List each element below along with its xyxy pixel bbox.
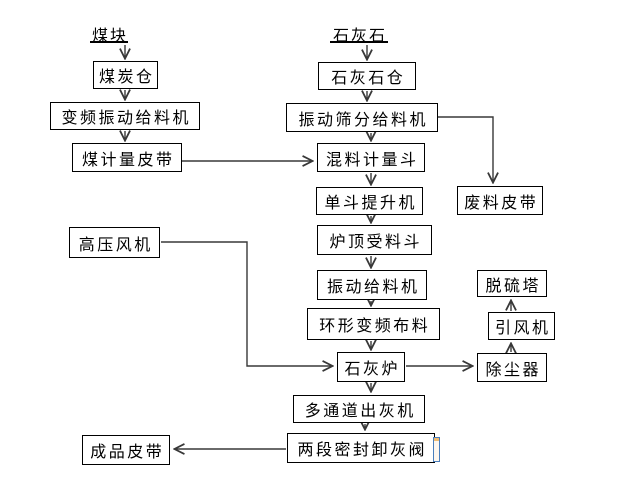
edge-hpfan-to-kiln <box>161 241 332 366</box>
node-vibrating-feeder: 振动给料机 <box>317 270 427 300</box>
edge-screenfeeder-to-wastebelt <box>438 116 493 182</box>
node-coal-bunker: 煤炭仓 <box>93 61 158 89</box>
node-waste-belt: 废料皮带 <box>457 186 543 215</box>
node-limestone-bunker: 石灰石仓 <box>318 62 416 90</box>
node-high-pressure-fan: 高压风机 <box>69 227 160 258</box>
node-multi-channel-ash-discharger: 多通道出灰机 <box>293 395 425 423</box>
node-finished-product-belt: 成品皮带 <box>82 435 170 465</box>
text-cursor-artifact <box>433 437 440 462</box>
node-vibrating-screen-feeder: 振动筛分给料机 <box>286 103 438 132</box>
node-coal-weighing-belt: 煤计量皮带 <box>72 143 182 172</box>
source-label-limestone: 石灰石 <box>330 22 388 45</box>
node-two-stage-sealed-ash-valve: 两段密封卸灰阀 <box>287 433 435 463</box>
node-single-bucket-elevator: 单斗提升机 <box>316 187 423 215</box>
node-dust-collector: 除尘器 <box>477 353 547 382</box>
node-mix-weighing-hopper: 混料计量斗 <box>317 143 425 172</box>
node-induced-draft-fan: 引风机 <box>488 312 555 340</box>
node-furnace-top-hopper: 炉顶受料斗 <box>317 225 432 255</box>
source-label-coal: 煤块 <box>90 22 128 45</box>
node-variable-frequency-vibrating-feeder: 变频振动给料机 <box>50 102 200 130</box>
node-lime-kiln: 石灰炉 <box>337 352 405 382</box>
node-desulfurization-tower: 脱硫塔 <box>477 270 547 297</box>
node-ring-variable-frequency-distributor: 环形变频布料 <box>307 308 440 340</box>
